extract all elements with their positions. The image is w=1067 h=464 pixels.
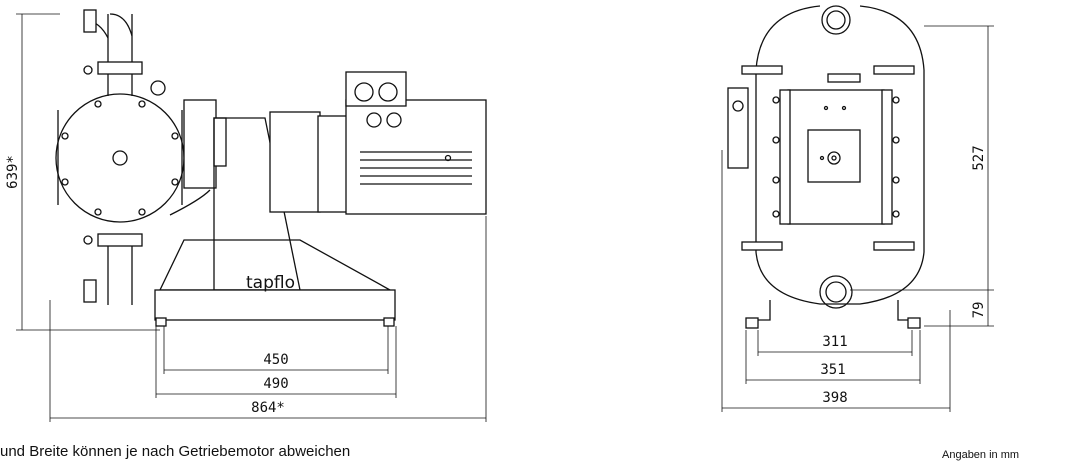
motor-body bbox=[345, 99, 487, 215]
pump-center-bolt bbox=[112, 150, 128, 166]
front-dim-351: 351 bbox=[820, 362, 845, 378]
front-dim-527: 527 bbox=[971, 145, 987, 170]
bottom-port bbox=[819, 275, 853, 309]
left-foot bbox=[745, 317, 759, 329]
right-foot bbox=[907, 317, 921, 329]
front-view: 527 79 311 351 398 bbox=[721, 5, 994, 412]
side-view: 639* bbox=[5, 9, 487, 422]
side-base-plate bbox=[154, 289, 396, 321]
side-dim-490: 490 bbox=[263, 376, 288, 392]
front-pump-outline bbox=[755, 5, 925, 305]
top-port bbox=[821, 5, 851, 35]
side-height-dim: 639* bbox=[5, 155, 21, 189]
front-dim-398: 398 bbox=[822, 390, 847, 406]
brand-logo: tapflo bbox=[246, 273, 295, 293]
side-dim-864: 864* bbox=[251, 400, 285, 416]
air-regulator bbox=[727, 87, 749, 169]
front-dim-311: 311 bbox=[822, 334, 847, 350]
side-dim-450: 450 bbox=[263, 352, 288, 368]
units-note: Angaben in mm bbox=[942, 449, 1020, 461]
footnote: und Breite können je nach Getriebemotor … bbox=[0, 443, 351, 460]
pump-housing bbox=[55, 93, 185, 223]
front-dim-79: 79 bbox=[971, 302, 987, 319]
